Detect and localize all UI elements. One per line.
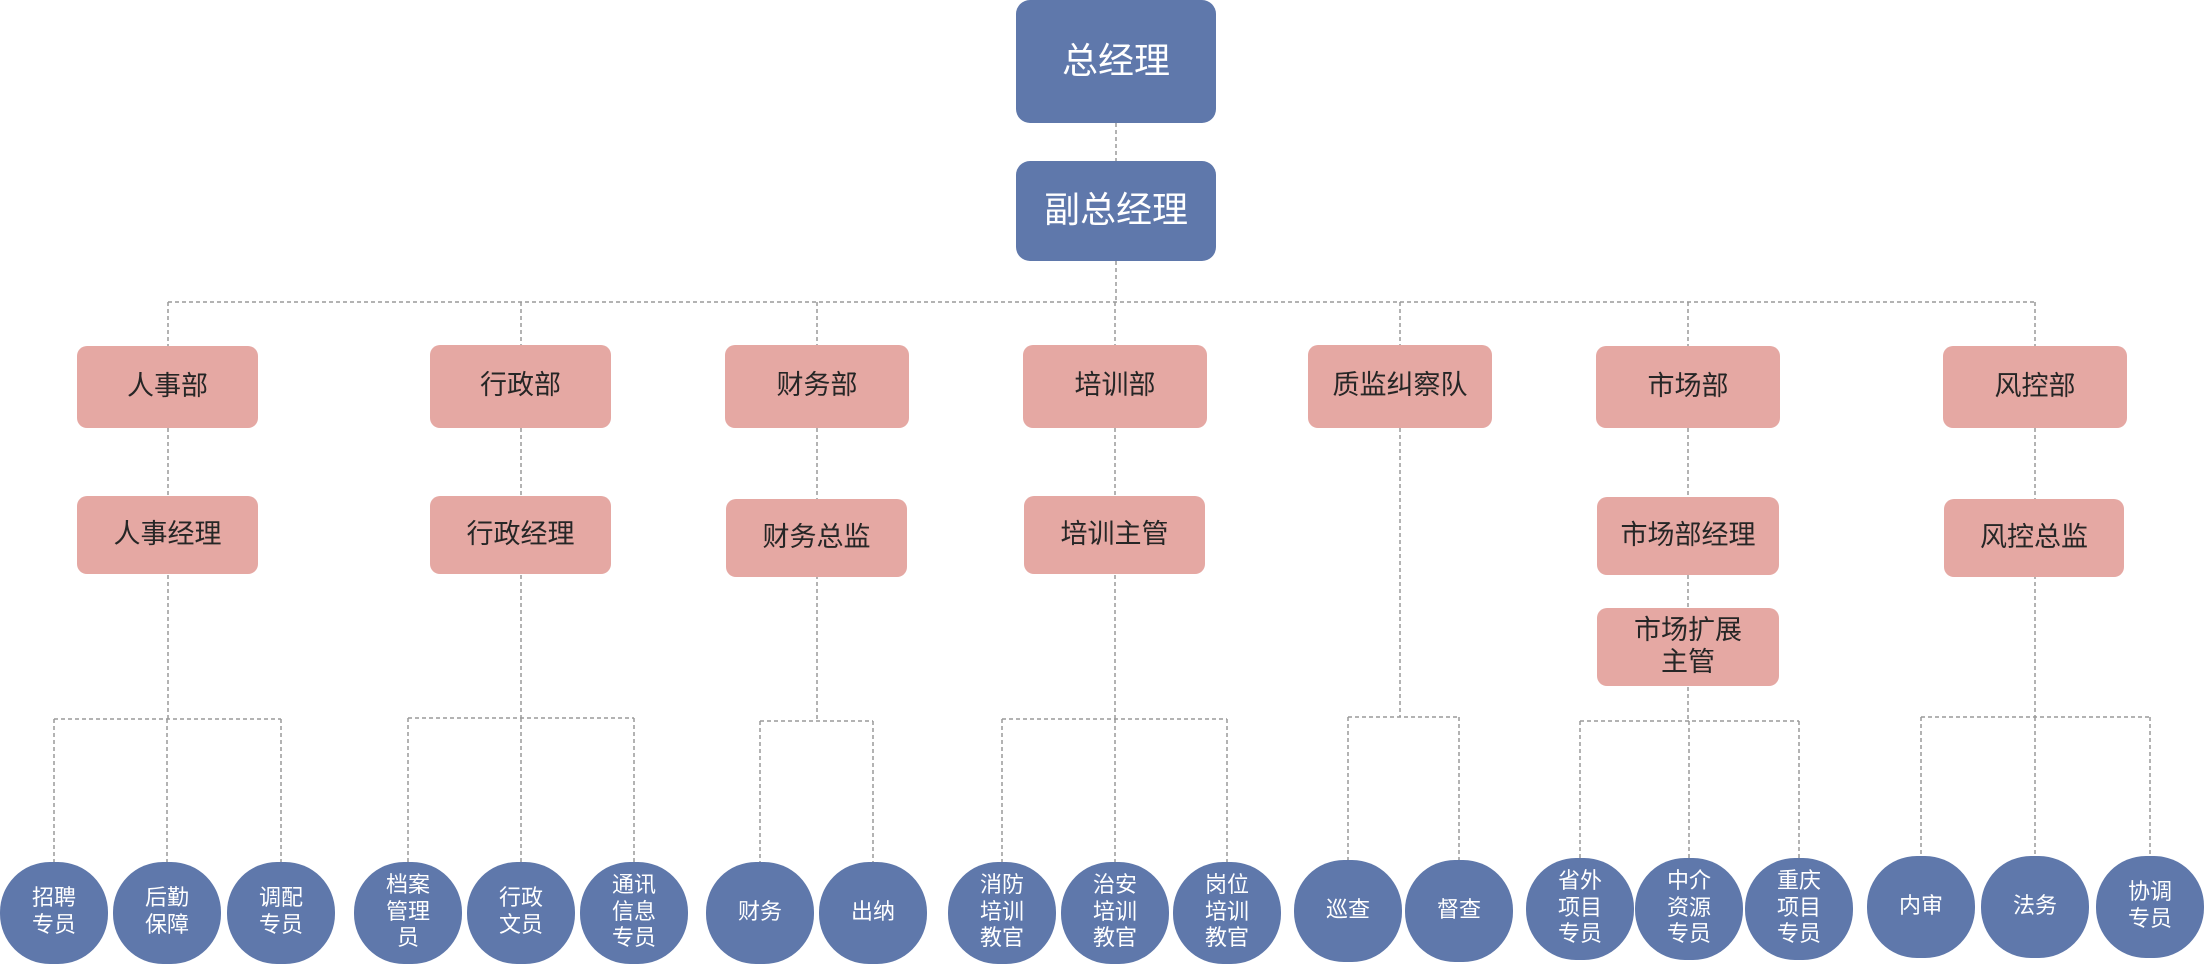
staff-node: 通讯 信息 专员 xyxy=(580,862,688,964)
staff-node: 中介 资源 专员 xyxy=(1635,858,1743,960)
staff-node: 档案 管理 员 xyxy=(354,862,462,964)
staff-label: 财务 xyxy=(737,899,782,925)
deputy-ceo-box: 副总经理 xyxy=(1016,161,1216,261)
staff-label: 档案 管理 员 xyxy=(385,872,430,952)
staff-label: 行政 文员 xyxy=(498,886,543,938)
staff-label: 消防 培训 教官 xyxy=(979,872,1024,952)
staff-node: 行政 文员 xyxy=(467,862,575,964)
ceo-label: 总经理 xyxy=(1061,40,1170,82)
staff-node: 招聘 专员 xyxy=(0,862,108,964)
department-finance: 财务部 xyxy=(725,345,909,428)
staff-label: 通讯 信息 专员 xyxy=(611,872,656,952)
staff-node: 后勤 保障 xyxy=(113,862,221,964)
staff-node: 省外 项目 专员 xyxy=(1526,858,1634,960)
manager-label: 市场部经理 xyxy=(1620,519,1756,551)
manager-box: 培训主管 xyxy=(1024,496,1205,574)
department-training: 培训部 xyxy=(1023,345,1207,428)
manager-box: 人事经理 xyxy=(77,496,258,574)
staff-node: 治安 培训 教官 xyxy=(1061,862,1169,964)
department-label: 培训部 xyxy=(1074,370,1156,402)
staff-node: 岗位 培训 教官 xyxy=(1173,862,1281,964)
department-admin: 行政部 xyxy=(430,345,611,428)
department-risk-control: 风控部 xyxy=(1943,346,2127,428)
manager-label: 培训主管 xyxy=(1060,518,1169,550)
department-hr: 人事部 xyxy=(77,346,258,428)
staff-label: 治安 培训 教官 xyxy=(1092,872,1137,952)
department-marketing: 市场部 xyxy=(1596,346,1780,428)
staff-label: 重庆 项目 专员 xyxy=(1776,868,1821,948)
staff-label: 内审 xyxy=(1898,893,1943,919)
staff-label: 巡查 xyxy=(1325,897,1370,923)
manager-box: 财务总监 xyxy=(726,499,907,577)
department-quality-patrol: 质监纠察队 xyxy=(1308,345,1492,428)
manager-label: 风控总监 xyxy=(1980,521,2088,553)
staff-label: 中介 资源 专员 xyxy=(1666,868,1711,948)
manager-label: 市场扩展 主管 xyxy=(1634,614,1742,678)
staff-label: 岗位 培训 教官 xyxy=(1204,872,1249,952)
staff-label: 协调 专员 xyxy=(2127,880,2172,932)
manager-box: 行政经理 xyxy=(430,496,611,574)
manager-box: 风控总监 xyxy=(1944,499,2124,577)
staff-label: 督查 xyxy=(1436,897,1481,923)
manager-label: 行政经理 xyxy=(466,518,575,550)
department-label: 质监纠察队 xyxy=(1332,370,1468,402)
department-label: 市场部 xyxy=(1647,370,1729,402)
staff-node: 消防 培训 教官 xyxy=(948,862,1056,964)
department-label: 财务部 xyxy=(776,370,858,402)
staff-label: 省外 项目 专员 xyxy=(1557,868,1602,948)
staff-node: 调配 专员 xyxy=(227,862,335,964)
ceo-box: 总经理 xyxy=(1016,0,1216,123)
staff-node: 巡查 xyxy=(1294,860,1402,962)
staff-node: 重庆 项目 专员 xyxy=(1745,858,1853,960)
manager-box: 市场部经理 xyxy=(1597,497,1779,575)
staff-node: 督查 xyxy=(1405,860,1513,962)
staff-node: 内审 xyxy=(1867,856,1975,958)
staff-label: 法务 xyxy=(2012,893,2057,919)
department-label: 行政部 xyxy=(480,370,561,402)
department-label: 人事部 xyxy=(127,370,208,402)
staff-node: 出纳 xyxy=(819,862,927,964)
deputy-ceo-label: 副总经理 xyxy=(1043,190,1188,232)
staff-node: 协调 专员 xyxy=(2096,856,2204,958)
staff-label: 调配 专员 xyxy=(258,886,303,938)
staff-label: 出纳 xyxy=(850,899,895,925)
manager-box: 市场扩展 主管 xyxy=(1597,608,1779,686)
manager-label: 人事经理 xyxy=(113,518,222,550)
staff-node: 法务 xyxy=(1981,856,2089,958)
staff-node: 财务 xyxy=(706,862,814,964)
staff-label: 招聘 专员 xyxy=(31,886,76,938)
staff-label: 后勤 保障 xyxy=(144,886,189,938)
department-label: 风控部 xyxy=(1994,370,2076,402)
manager-label: 财务总监 xyxy=(762,521,871,553)
